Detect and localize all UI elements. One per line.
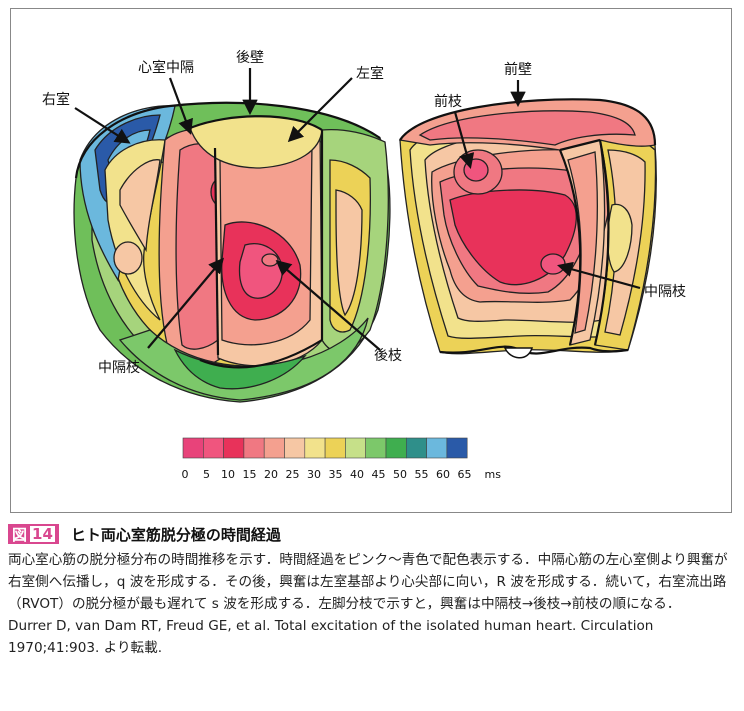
scale-tick-label: 25 [286, 468, 300, 481]
scale-swatch [182, 437, 204, 459]
right-heart-edges [399, 98, 657, 355]
scale-tick-label: 65 [458, 468, 472, 481]
scale-tick-label: 20 [264, 468, 278, 481]
right-heart-model [398, 98, 657, 355]
annotation-arrows [74, 68, 641, 351]
label-septal-branch-left: 中隔枝 [98, 360, 140, 376]
time-color-scale: 0 5 10 15 20 25 30 35 40 45 50 55 60 65 ms [182, 437, 502, 481]
figure-title: ヒト両心室筋脱分極の時間経過 [70, 525, 281, 544]
scale-tick-label: 50 [393, 468, 407, 481]
caption-reference: Durrer D, van Dam RT, Freud GE, et al. T… [8, 618, 654, 656]
scale-tick-label: 60 [436, 468, 450, 481]
label-posterior-wall: 後壁 [236, 50, 264, 66]
scale-tick-label: 15 [243, 468, 257, 481]
scale-swatch [304, 437, 326, 459]
heart-diagram: 右室 心室中隔 後壁 左室 前壁 前枝 中隔枝 後枝 中隔枝 0 5 10 15 20 2… [42, 50, 686, 481]
scale-tick-label: 10 [221, 468, 235, 481]
label-left-ventricle: 左室 [356, 65, 384, 82]
scale-tick-label: 5 [203, 468, 210, 481]
scale-swatch [446, 437, 468, 459]
scale-swatch [284, 437, 306, 459]
left-heart-model [73, 102, 391, 403]
scale-tick-label: 40 [350, 468, 364, 481]
label-septal-branch-right: 中隔枝 [644, 284, 686, 300]
scale-swatch [324, 437, 346, 459]
caption-body: 両心室心筋の脱分極分布の時間推移を示す．時間経過をピンク～青色で配色表示する．中… [8, 552, 728, 612]
label-septum: 心室中隔 [138, 59, 194, 76]
scale-unit-label: ms [485, 468, 502, 481]
scale-tick-label: 55 [415, 468, 429, 481]
figure-label: 図 [12, 525, 28, 544]
scale-swatch [243, 437, 265, 459]
scale-swatch [345, 437, 366, 459]
label-anterior-branch: 前枝 [434, 93, 462, 110]
label-posterior-branch: 後枝 [374, 348, 402, 364]
scale-swatch [426, 437, 448, 459]
label-anterior-wall: 前壁 [504, 61, 532, 78]
scale-tick-label: 0 [182, 468, 189, 481]
scale-swatch [405, 437, 427, 459]
figure-frame [10, 8, 732, 513]
figure-number: 14 [30, 525, 55, 543]
left-heart-edges [74, 101, 381, 369]
scale-swatch [223, 437, 245, 459]
right-heart-notch [503, 347, 533, 359]
label-right-ventricle: 右室 [42, 91, 70, 108]
scale-swatch [385, 437, 407, 459]
scale-tick-label: 45 [372, 468, 386, 481]
scale-tick-label: 35 [329, 468, 343, 481]
scale-swatch [365, 437, 387, 459]
scale-swatch [203, 437, 224, 459]
scale-tick-label: 30 [307, 468, 321, 481]
scale-swatch [263, 437, 285, 459]
